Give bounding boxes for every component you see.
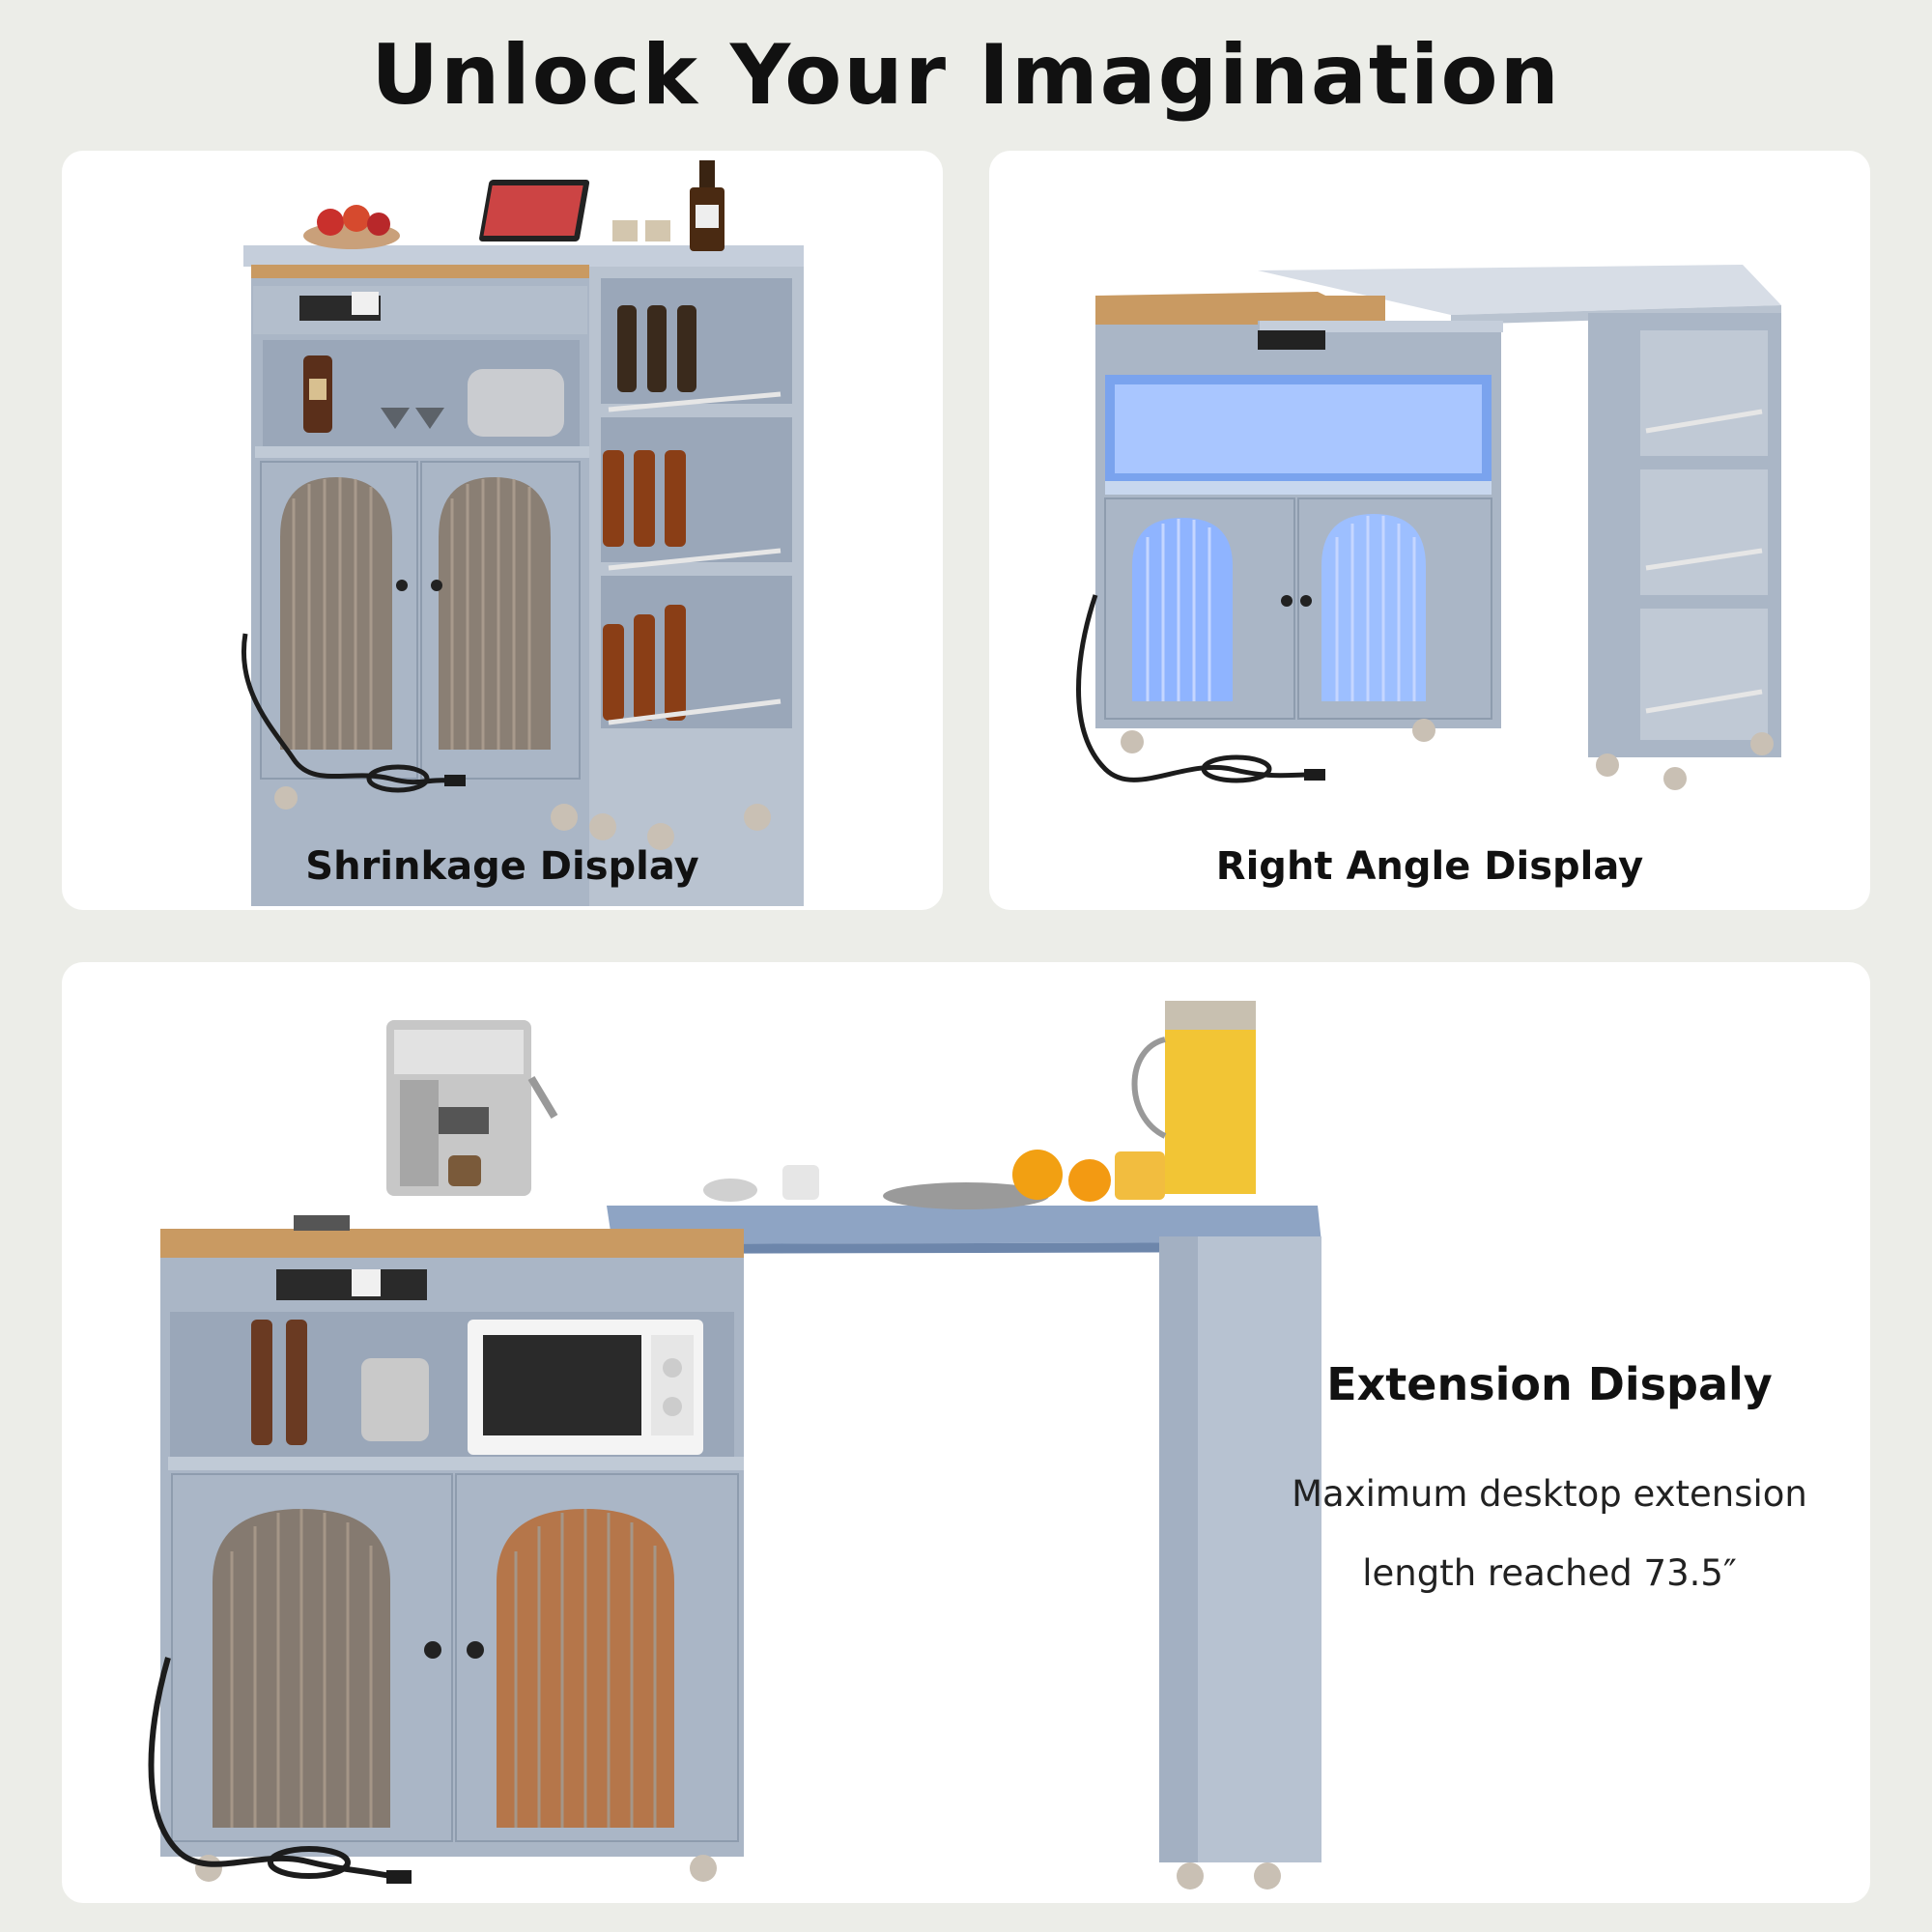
extension-description: Maximum desktop extension length reached… [1269, 1455, 1830, 1613]
panel-caption: Extension Dispaly [1326, 1358, 1773, 1410]
panel-shrinkage: Shrinkage Display [62, 151, 943, 910]
extension-cabinet-illustration [148, 1001, 1321, 1889]
description-line: length reached 73.5″ [1362, 1552, 1737, 1594]
right-angle-cabinet-illustration [1076, 265, 1781, 790]
panel-extension: Extension Dispaly Maximum desktop extens… [62, 962, 1870, 1903]
panel-caption: Right Angle Display [1215, 844, 1644, 889]
description-line: Maximum desktop extension [1292, 1473, 1807, 1515]
shrinkage-cabinet-illustration [242, 160, 804, 906]
panel-right-angle: Right Angle Display [989, 151, 1870, 910]
panel-caption: Shrinkage Display [305, 844, 699, 889]
page-title: Unlock Your Imagination [371, 27, 1561, 124]
